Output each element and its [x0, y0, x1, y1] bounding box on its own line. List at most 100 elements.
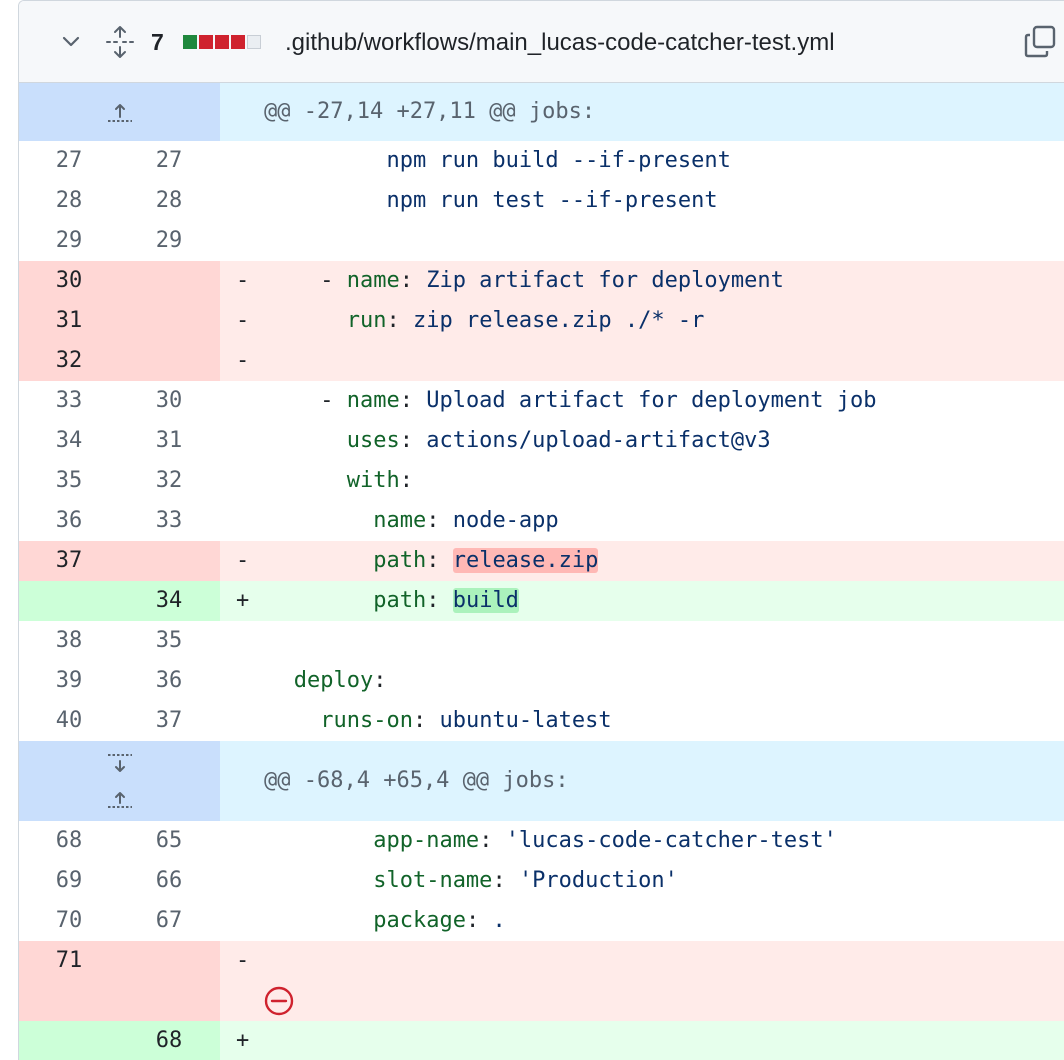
code-indent: [254, 468, 347, 493]
yaml-key: app-name: [373, 828, 480, 853]
old-line-number[interactable]: 71: [55, 948, 83, 973]
new-line-number[interactable]: 36: [155, 668, 183, 693]
yaml-value: build: [452, 588, 519, 613]
old-line-number[interactable]: 39: [55, 668, 83, 693]
unfold-icon[interactable]: [105, 25, 135, 59]
line-numbers: 40 37: [19, 701, 220, 741]
code-text: [254, 341, 1064, 381]
chevron-down-icon[interactable]: [61, 32, 81, 52]
new-line-number[interactable]: 33: [155, 508, 183, 533]
yaml-value: npm run build --if-present: [386, 148, 731, 173]
diffstat-square-neutral: [247, 35, 261, 49]
code-text: app-name: 'lucas-code-catcher-test': [254, 821, 1064, 861]
code-indent: [254, 548, 373, 573]
old-line-number[interactable]: 69: [55, 868, 83, 893]
yaml-value: .: [492, 908, 506, 933]
old-line-number[interactable]: 28: [55, 188, 83, 213]
added-line: 34+ path: build: [19, 581, 1064, 621]
yaml-value: Zip artifact for deployment: [426, 268, 784, 293]
line-numbers: 35 32: [19, 461, 220, 501]
file-path[interactable]: .github/workflows/main_lucas-code-catche…: [285, 29, 835, 56]
file-header: 7 .github/workflows/main_lucas-code-catc…: [19, 1, 1064, 83]
yaml-key: name: [346, 388, 400, 413]
old-line-number[interactable]: 68: [55, 828, 83, 853]
diff-sign: [220, 621, 254, 661]
new-line-number[interactable]: 30: [155, 388, 183, 413]
line-numbers: 30: [19, 261, 220, 301]
old-line-number[interactable]: [19, 581, 119, 621]
new-line-number[interactable]: 68: [155, 1028, 183, 1053]
new-line-number[interactable]: 29: [155, 228, 183, 253]
yaml-separator: :: [399, 468, 413, 493]
old-line-number[interactable]: 32: [55, 348, 83, 373]
new-line-number[interactable]: 67: [155, 908, 183, 933]
hunk-header-text: @@ -68,4 +65,4 @@ jobs:: [220, 741, 1064, 821]
new-line-number[interactable]: [119, 341, 219, 381]
context-line: 27 27 npm run build --if-present: [19, 141, 1064, 181]
old-line-number[interactable]: 34: [55, 428, 83, 453]
old-line-number[interactable]: 35: [55, 468, 83, 493]
code-text: - name: Zip artifact for deployment: [254, 261, 1064, 301]
old-line-number[interactable]: 70: [55, 908, 83, 933]
old-line-number[interactable]: 33: [55, 388, 83, 413]
new-line-number[interactable]: [119, 261, 219, 301]
line-numbers: 34 31: [19, 421, 220, 461]
code-text: npm run build --if-present: [254, 141, 1064, 181]
new-line-number[interactable]: 65: [155, 828, 183, 853]
code-indent: [254, 708, 320, 733]
yaml-key: slot-name: [373, 868, 493, 893]
yaml-value: node-app: [452, 508, 559, 533]
diff-sign: [220, 701, 254, 741]
old-line-number[interactable]: 30: [55, 268, 83, 293]
diff-sign: -: [220, 541, 254, 581]
deleted-line: 37 - path: release.zip: [19, 541, 1064, 581]
old-line-number[interactable]: 38: [55, 628, 83, 653]
old-line-number[interactable]: 37: [55, 548, 83, 573]
old-line-number[interactable]: 31: [55, 308, 83, 333]
diff-sign: [220, 461, 254, 501]
yaml-separator: :: [373, 668, 387, 693]
code-text: path: build: [254, 581, 1064, 621]
new-line-number[interactable]: 37: [155, 708, 183, 733]
added-line: 68+: [19, 1021, 1064, 1060]
expand-up-button[interactable]: [19, 83, 220, 141]
diff-sign: [220, 861, 254, 901]
yaml-separator: :: [412, 708, 440, 733]
new-line-number[interactable]: 66: [155, 868, 183, 893]
diffstat: [183, 35, 261, 49]
old-line-number[interactable]: 40: [55, 708, 83, 733]
new-line-number[interactable]: [119, 541, 219, 581]
expand-both-button[interactable]: [19, 741, 220, 821]
code-text: path: release.zip: [254, 541, 1064, 581]
new-line-number[interactable]: 32: [155, 468, 183, 493]
line-numbers: 27 27: [19, 141, 220, 181]
diff-sign: -: [220, 261, 254, 301]
code-indent: [254, 588, 373, 613]
old-line-number[interactable]: 36: [55, 508, 83, 533]
code-text: [254, 1021, 1064, 1060]
yaml-value: zip release.zip ./* -r: [412, 308, 705, 333]
code-text: runs-on: ubuntu-latest: [254, 701, 1064, 741]
new-line-number[interactable]: 34: [155, 588, 183, 613]
code-indent: [254, 508, 373, 533]
yaml-separator: :: [492, 868, 519, 893]
old-line-number[interactable]: 29: [55, 228, 83, 253]
yaml-separator: :: [426, 588, 453, 613]
old-line-number[interactable]: 27: [55, 148, 83, 173]
new-line-number[interactable]: [119, 301, 219, 341]
old-line-number[interactable]: [19, 1021, 119, 1060]
new-line-number[interactable]: 28: [155, 188, 183, 213]
new-line-number[interactable]: 31: [155, 428, 183, 453]
yaml-key: name: [373, 508, 427, 533]
line-numbers: 70 67: [19, 901, 220, 941]
new-line-number[interactable]: 35: [155, 628, 183, 653]
yaml-key: name: [346, 268, 400, 293]
copy-icon[interactable]: [1023, 25, 1057, 59]
new-line-number[interactable]: 27: [155, 148, 183, 173]
